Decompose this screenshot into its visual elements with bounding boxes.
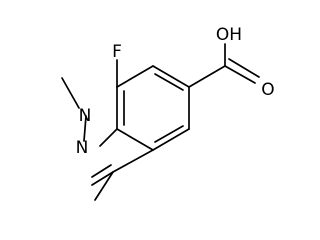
bond-c7a-n1: [99, 128, 118, 147]
molecule-structure: F N N OH O: [61, 25, 275, 201]
benzene-ring: [116, 65, 190, 151]
bond-c3a-c7a: [116, 128, 154, 151]
bond-n1-methyl: [61, 77, 80, 109]
bond-c6-c5-inner: [154, 73, 184, 91]
substituents: [61, 43, 260, 201]
fluorine-label: F: [112, 42, 122, 62]
bond-c4-c3a: [152, 128, 190, 151]
bond-c4-c3a-inner: [154, 125, 184, 143]
bond-c6-c5: [152, 65, 190, 88]
n1-label: N: [79, 106, 92, 126]
hydroxyl-label: OH: [216, 25, 242, 45]
bond-carboxyl-o-double: [224, 65, 256, 84]
bond-n2-c3: [91, 171, 114, 186]
bond-carboxyl-o-double-2: [228, 58, 260, 78]
bond-n2-c3-inner: [91, 164, 112, 178]
bond-c5-carboxyl: [188, 65, 226, 88]
bond-c7-c6: [116, 65, 154, 88]
bond-c3-methyl: [94, 171, 114, 201]
pyrazole-ring: [83, 115, 154, 186]
bond-n1-n2: [83, 115, 87, 142]
n2-label: N: [76, 138, 89, 158]
carbonyl-oxygen-label: O: [261, 80, 274, 100]
bond-c3-c3a: [112, 149, 154, 173]
